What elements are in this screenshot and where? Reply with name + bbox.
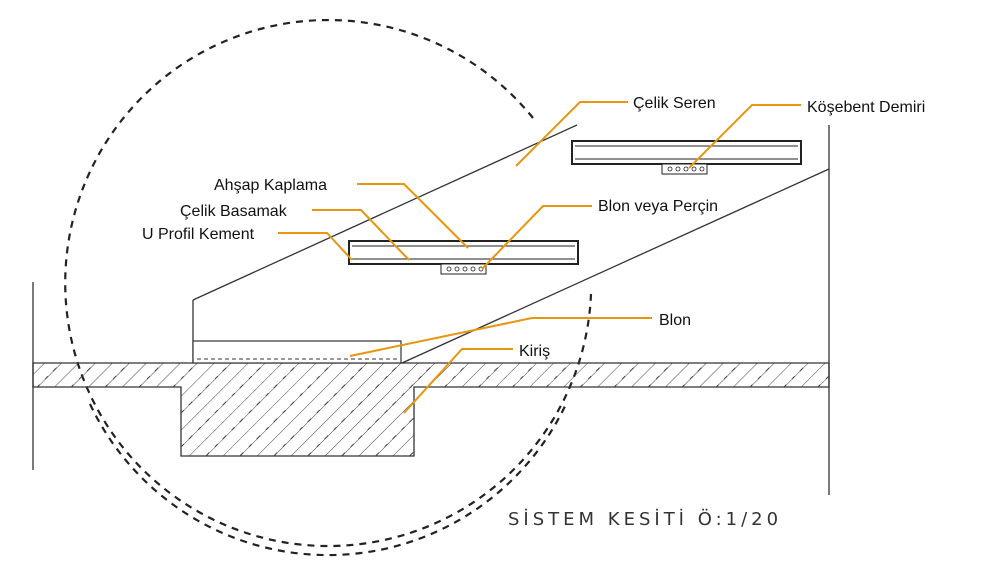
concrete-slab (32, 362, 830, 457)
label-blon-veya-percin: Blon veya Perçin (598, 198, 718, 215)
leader-kiris (403, 348, 513, 414)
step-lower (348, 240, 579, 275)
label-u-profil-kement: U Profil Kement (142, 226, 255, 243)
leader-ahsap-kaplama (357, 183, 469, 249)
label-celik-seren: Çelik Seren (633, 95, 716, 112)
leader-lines (278, 101, 801, 414)
leader-celik-basamak (312, 209, 410, 261)
leader-blon (349, 317, 652, 357)
stringer-top-line (192, 124, 578, 301)
label-ahsap-kaplama: Ahşap Kaplama (214, 177, 327, 194)
label-blon: Blon (659, 312, 691, 329)
label-kosebent-demiri: Köşebent Demiri (807, 99, 925, 116)
detail-circle (64, 19, 593, 548)
leader-kosebent-demiri (688, 104, 801, 169)
step-upper (571, 140, 802, 175)
label-kiris: Kiriş (519, 343, 550, 360)
label-celik-basamak: Çelik Basamak (180, 203, 288, 220)
leader-celik-seren (515, 101, 628, 167)
leader-u-profil-kement (278, 232, 353, 261)
leader-blon-veya-percin (481, 205, 592, 270)
base-plate (192, 340, 402, 364)
drawing-title: SİSTEM KESİTİ Ö:1/20 (508, 508, 782, 530)
